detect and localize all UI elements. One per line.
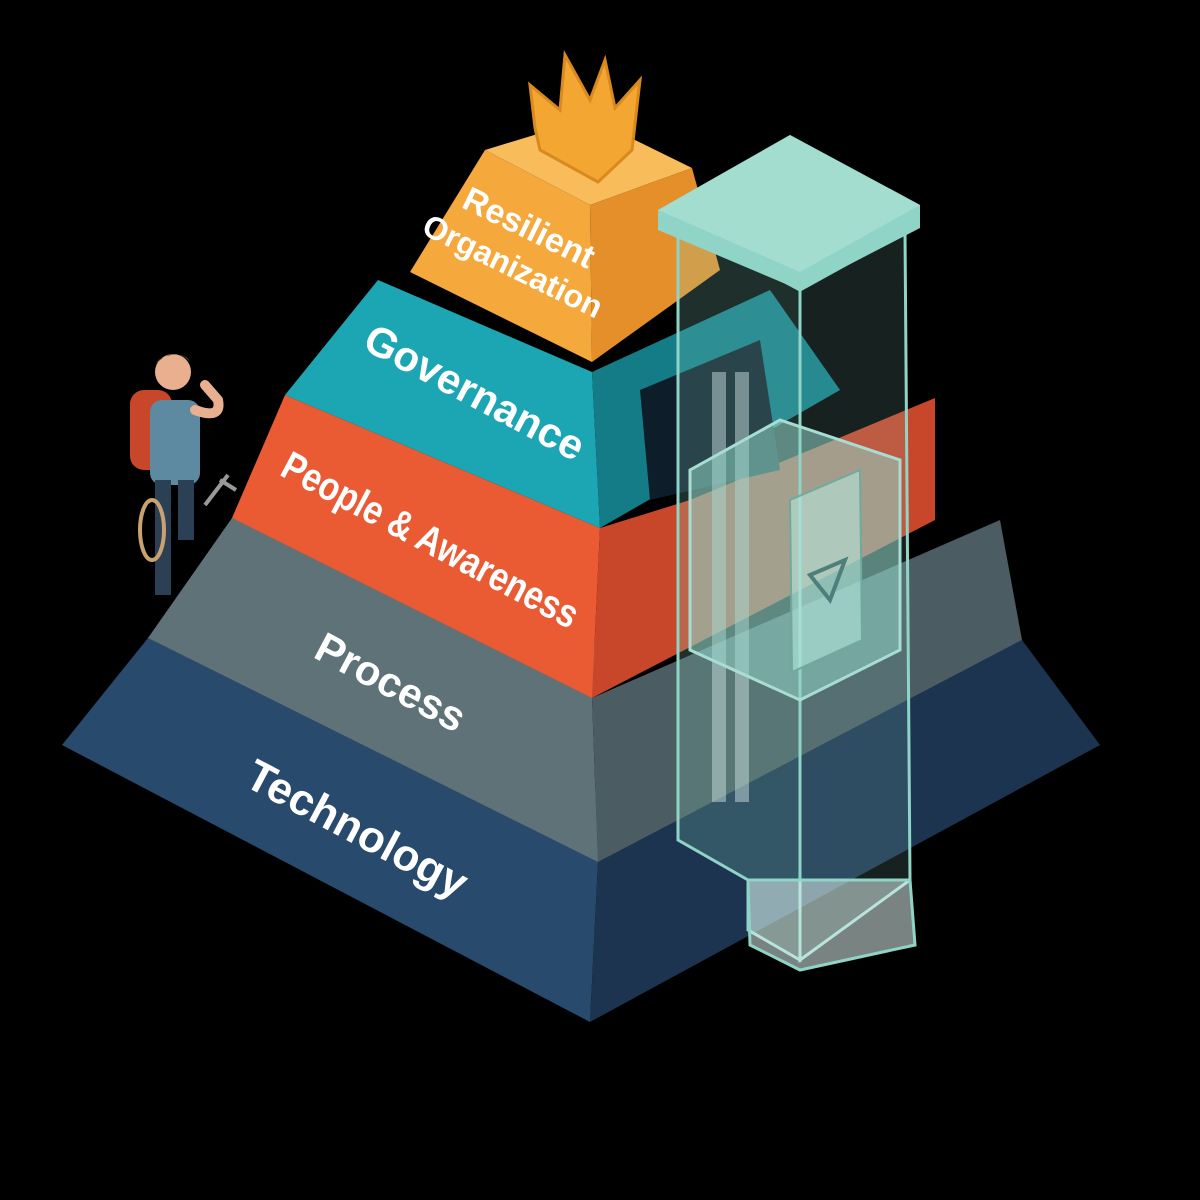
layer-governance-front xyxy=(285,280,600,528)
rope-coil xyxy=(138,498,166,562)
climber-arm xyxy=(190,380,224,419)
layer-people-front xyxy=(232,395,600,698)
layer-resilient-front xyxy=(410,150,592,362)
elevator-cabin-door xyxy=(788,468,864,674)
layer-process-front xyxy=(148,518,598,862)
layer-technology-side xyxy=(590,640,1100,1022)
climber-torso xyxy=(150,400,200,485)
climber-leg xyxy=(178,480,194,540)
climber-figure xyxy=(130,354,238,595)
glass-elevator xyxy=(658,135,920,972)
ice-axe-icon xyxy=(203,473,238,507)
elevator-base xyxy=(746,878,917,972)
shield-logo-icon xyxy=(806,556,849,604)
climber-head xyxy=(155,354,191,390)
crown-icon xyxy=(528,50,643,184)
elevator-roof-top xyxy=(658,135,920,272)
layer-technology-front xyxy=(62,638,598,1022)
